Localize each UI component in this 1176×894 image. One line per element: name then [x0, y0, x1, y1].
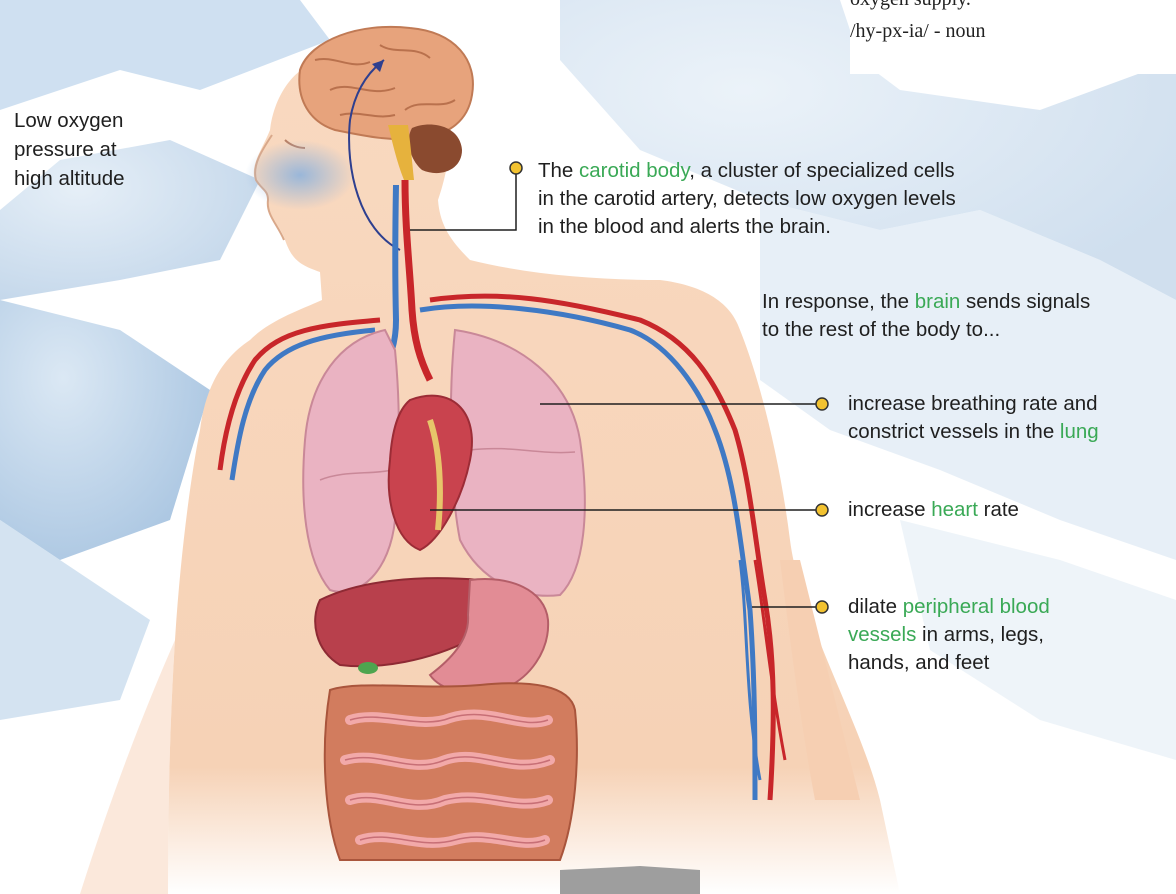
altitude-label: Low oxygen pressure at high altitude	[14, 106, 125, 193]
lung-marker	[816, 398, 828, 410]
brain-response-label: In response, the brain sends signals to …	[762, 288, 1090, 344]
heart-effect-label: increase heart rate	[848, 496, 1019, 524]
vessels-marker	[816, 601, 828, 613]
heart-marker	[816, 504, 828, 516]
heart-term: heart	[931, 498, 978, 521]
intestines	[325, 683, 577, 860]
lung-effect-label: increase breathing rate and constrict ve…	[848, 390, 1099, 446]
brain-term: brain	[915, 290, 961, 313]
definition-text: oxygen supply.	[850, 0, 971, 11]
lung-term: lung	[1060, 420, 1099, 443]
carotid-body-label: The carotid body, a cluster of specializ…	[538, 157, 956, 241]
peripheral-blood-term: peripheral blood	[903, 595, 1050, 618]
vessels-term: vessels	[848, 623, 916, 646]
carotid-body-term: carotid body	[579, 159, 689, 182]
vessels-effect-label: dilate peripheral blood vessels in arms,…	[848, 593, 1050, 677]
carotid-marker	[510, 162, 522, 174]
pronunciation: /hy-px-ia/ - noun	[850, 20, 986, 43]
definition-box: oxygen supply. /hy-px-ia/ - noun	[850, 0, 1176, 74]
